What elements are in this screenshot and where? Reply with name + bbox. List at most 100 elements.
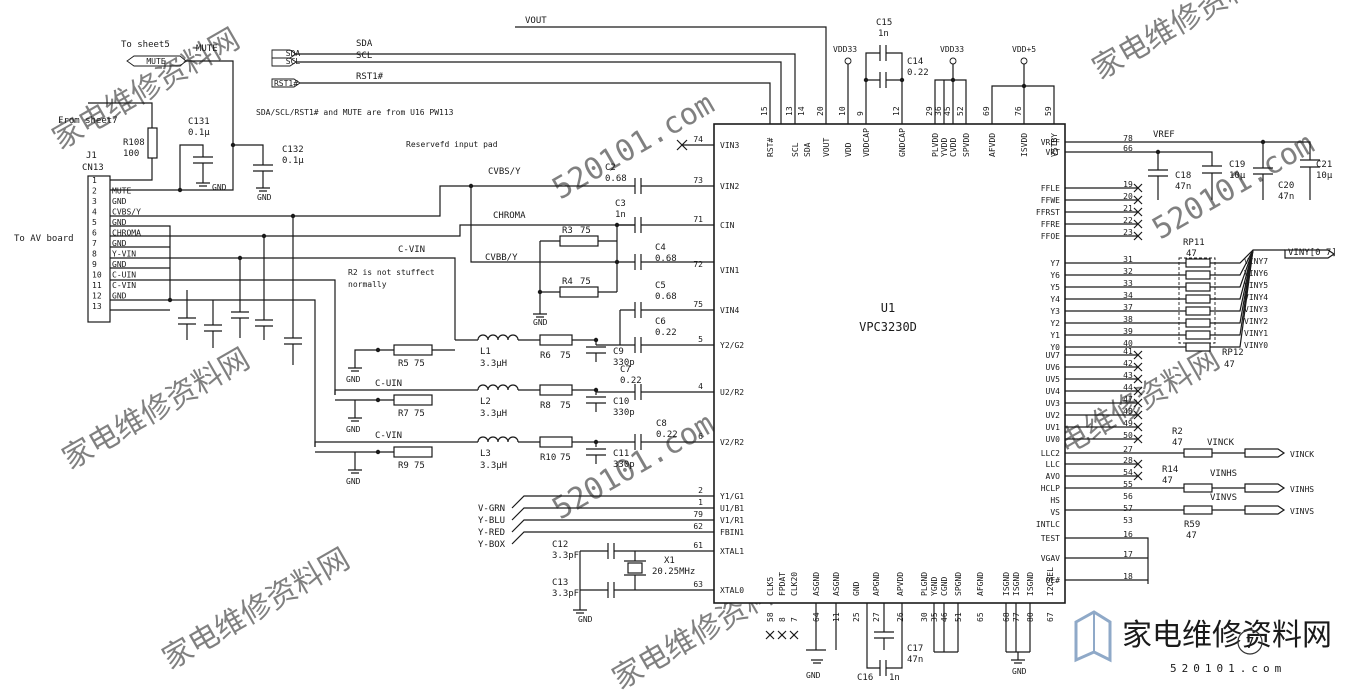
c131-wire bbox=[179, 144, 204, 190]
j1-pin-label: C-UIN bbox=[112, 271, 136, 280]
junction-dot bbox=[537, 289, 543, 295]
junction-dot bbox=[1155, 149, 1161, 155]
top-pin-number: 9 bbox=[856, 111, 865, 116]
shunt-resistor-body bbox=[393, 394, 433, 406]
series-resistor-val: 75 bbox=[560, 401, 571, 411]
inductor-coil bbox=[477, 334, 519, 341]
left-pin-number: 71 bbox=[693, 215, 703, 224]
viny-bus-label: VINY[0 7] bbox=[1288, 248, 1337, 258]
right-pin-number: 37 bbox=[1123, 303, 1133, 312]
filter-cap-gnd bbox=[186, 318, 294, 365]
j1-pin-number: 9 bbox=[92, 260, 97, 269]
rgb-inputs: V-GRN Y-BLU Y-RED Y-BOX bbox=[478, 495, 714, 550]
viny-output-label: VINY6 bbox=[1244, 269, 1268, 278]
series-resistor-body bbox=[539, 384, 573, 396]
top-pin-name: SDA bbox=[803, 142, 812, 157]
c3-ref: C3 bbox=[615, 199, 626, 209]
c21-symbol bbox=[1300, 159, 1320, 200]
right-pin-number: 19 bbox=[1123, 180, 1133, 189]
rst-flag-label: RST1# bbox=[274, 79, 298, 88]
rp-output-wire bbox=[1180, 249, 1254, 264]
scl-flag-label: SCL bbox=[286, 57, 301, 66]
c18-ref: C18 bbox=[1175, 171, 1191, 181]
top-pin-name: RST# bbox=[766, 138, 775, 157]
junction-dot bbox=[614, 259, 620, 265]
bottom-pin-name: ASGND bbox=[832, 572, 841, 596]
bottom-pin-number: 26 bbox=[896, 612, 905, 622]
series-resistor-body bbox=[539, 334, 573, 346]
right-pin-name: TEST bbox=[1041, 534, 1060, 543]
lc-series-wire bbox=[572, 441, 597, 447]
j1-pin-label: GND bbox=[112, 239, 127, 248]
page-mark-text: 7 bbox=[1245, 634, 1254, 652]
r59-val: 47 bbox=[1186, 531, 1197, 541]
viny-output-label: VINY5 bbox=[1244, 281, 1268, 290]
c132-val: 0.1μ bbox=[282, 156, 304, 166]
left-pin-name: XTAL0 bbox=[720, 586, 744, 595]
left-pin-name: XTAL1 bbox=[720, 547, 744, 556]
viny-output-label: VINY0 bbox=[1244, 341, 1268, 350]
junction-dot bbox=[1021, 83, 1027, 89]
left-pin-number: 72 bbox=[693, 260, 703, 269]
cvbs-net-label: CVBS/Y bbox=[488, 167, 521, 177]
watermark-text: 家电维修资料网 bbox=[157, 542, 356, 677]
vin3-no-connect bbox=[676, 139, 714, 151]
j1-pin-number: 5 bbox=[92, 218, 97, 227]
top-pin-number: 59 bbox=[1044, 106, 1053, 116]
r2-note-line2: normally bbox=[348, 280, 387, 289]
junction-dot bbox=[375, 397, 381, 403]
top-pin-number: 29 bbox=[925, 106, 934, 116]
right-pin-number: 34 bbox=[1123, 291, 1133, 300]
junction-dot bbox=[167, 297, 173, 303]
gnd-label: GND bbox=[578, 615, 593, 624]
j1-pin-label: C-VIN bbox=[112, 281, 136, 290]
c4-symbol bbox=[540, 254, 714, 270]
rp-output-wire bbox=[1180, 249, 1254, 300]
sda-flag-label: SDA bbox=[286, 49, 301, 58]
cuin-wire bbox=[110, 279, 336, 395]
shunt-cap-val: 330p bbox=[613, 408, 635, 418]
gnd-symbol bbox=[348, 469, 362, 474]
viny-output-label: VINY4 bbox=[1244, 293, 1268, 302]
gnd-label: GND bbox=[533, 318, 548, 327]
vdd33-label: VDD33 bbox=[833, 45, 857, 54]
junction-dot bbox=[375, 449, 381, 455]
bottom-pin-number: 27 bbox=[872, 612, 881, 622]
top-pin-name: GNDCAP bbox=[898, 128, 907, 157]
right-pin-number: 48 bbox=[1123, 407, 1133, 416]
right-pin-name: VREF bbox=[1041, 138, 1060, 147]
c19-val: 10μ bbox=[1229, 171, 1246, 181]
rp-output-wire bbox=[1180, 249, 1254, 324]
mute-filter: R108 100 C131 0.1μ GND C132 0.1μ GND bbox=[123, 117, 304, 202]
inductor-ref: L3 bbox=[480, 449, 491, 459]
mute-label: MUTE bbox=[196, 44, 218, 54]
right-pin-number: 21 bbox=[1123, 204, 1133, 213]
left-pin-group: 74VIN373VIN271CIN72VIN175VIN45Y2/G24U2/R… bbox=[693, 135, 744, 595]
no-connect-mark bbox=[1065, 434, 1143, 444]
right-pin-name: Y5 bbox=[1050, 283, 1060, 292]
gnd-symbol bbox=[196, 182, 210, 187]
vdd33-label: VDD33 bbox=[940, 45, 964, 54]
viny-output-label: VINY1 bbox=[1244, 329, 1268, 338]
top-pin-number: 12 bbox=[892, 106, 901, 116]
vdd33-rail bbox=[934, 64, 967, 124]
top-pin-number: 69 bbox=[982, 106, 991, 116]
j1-pin-number: 2 bbox=[92, 187, 97, 196]
bottom-pin-name: I2CSEL bbox=[1046, 567, 1055, 596]
c5-val: 0.68 bbox=[655, 292, 677, 302]
yblu-label: Y-BLU bbox=[478, 516, 505, 526]
series-resistor-ref: R6 bbox=[540, 351, 551, 361]
left-pin-number: 2 bbox=[698, 486, 703, 495]
gnd-symbol bbox=[348, 417, 362, 422]
bottom-pin-name: GND bbox=[852, 581, 861, 596]
gnd-symbol bbox=[533, 313, 547, 318]
sda-wire bbox=[296, 53, 796, 124]
rp11-outline bbox=[1178, 257, 1216, 344]
c15-val: 1n bbox=[878, 29, 889, 39]
shunt-cap-val: 330p bbox=[613, 460, 635, 470]
right-pin-name: FFRE bbox=[1041, 220, 1060, 229]
left-pin-number: 4 bbox=[698, 382, 703, 391]
left-pin-name: VIN3 bbox=[720, 141, 739, 150]
right-pin-name: UV4 bbox=[1046, 387, 1061, 396]
junction-dot bbox=[593, 387, 599, 393]
